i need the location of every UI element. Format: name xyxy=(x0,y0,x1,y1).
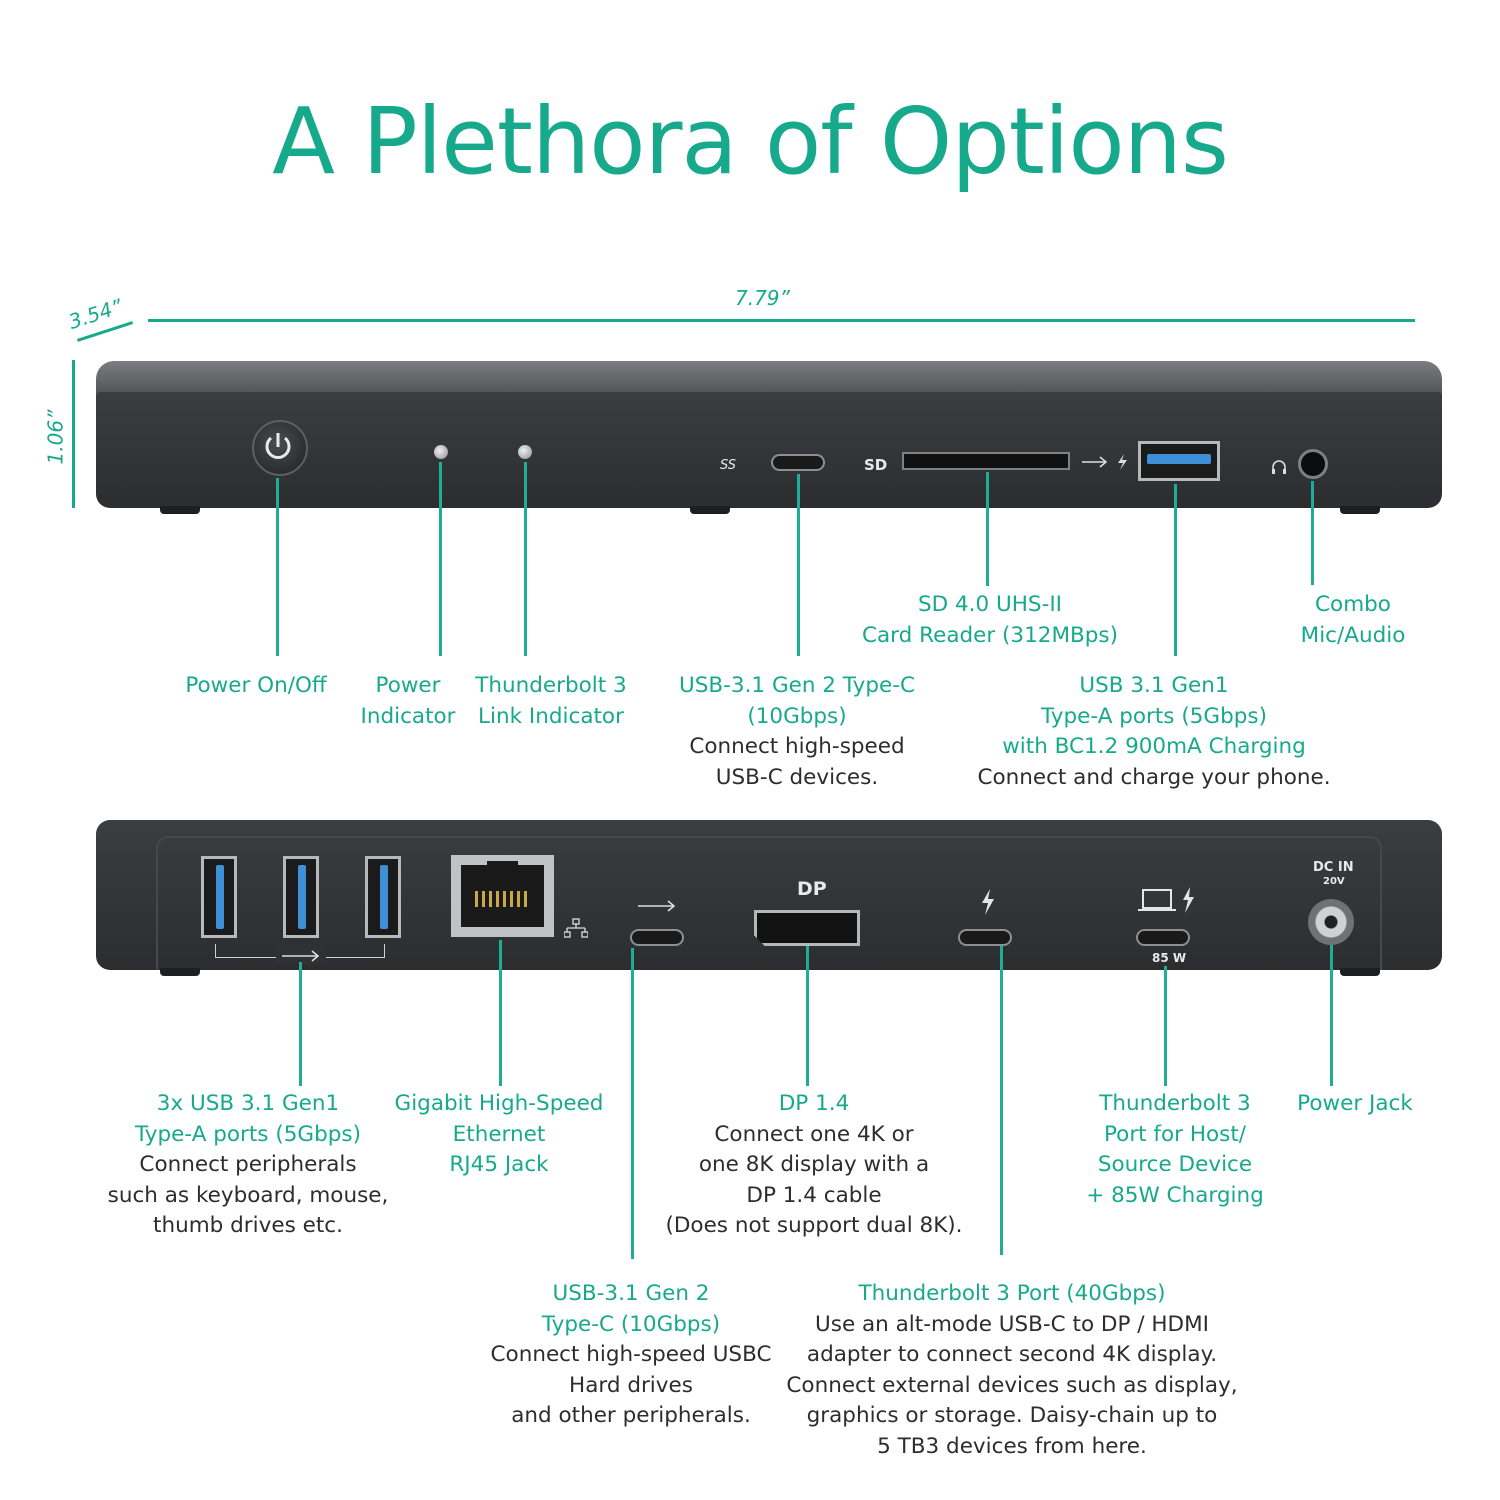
callout-line-sd xyxy=(986,472,989,586)
width-dimension: 7.79” xyxy=(735,286,790,310)
callout-line-audio xyxy=(1311,481,1314,585)
callout-line-front-usbc xyxy=(797,474,800,656)
callout-line-dp xyxy=(806,946,809,1086)
watt-label: 85 W xyxy=(1152,951,1187,965)
label-sd-reader: SD 4.0 UHS-II Card Reader (312MBps) xyxy=(861,592,1119,648)
callout-line-tb3-link xyxy=(524,462,527,656)
callout-line-power xyxy=(276,478,279,656)
height-dimension: 1.06” xyxy=(43,409,68,465)
audio-jack xyxy=(1298,449,1328,479)
usb-ss10-icon xyxy=(638,900,676,912)
tb3-port xyxy=(958,929,1012,946)
headphone-icon xyxy=(1272,460,1286,474)
tb3-host-port xyxy=(1136,929,1190,946)
callout-line-front-usba xyxy=(1174,484,1177,656)
label-tb3-link-indicator: Thunderbolt 3 Link Indicator xyxy=(475,673,627,729)
dc-in-label: DC IN xyxy=(1313,860,1354,875)
rear-dock-inset xyxy=(156,836,1382,970)
dc-in-volt: 20V xyxy=(1323,876,1345,887)
dc-power-jack xyxy=(1308,899,1354,945)
label-dp: DP 1.4 Connect one 4K or one 8K display … xyxy=(665,1091,963,1238)
callout-line-rear-usba xyxy=(299,962,302,1086)
power-indicator-led xyxy=(434,445,448,459)
tb3-link-indicator-led xyxy=(518,445,532,459)
label-rear-usbc: USB-3.1 Gen 2 Type-C (10Gbps) Connect hi… xyxy=(490,1281,772,1428)
front-foot-left xyxy=(160,506,200,514)
power-icon xyxy=(265,433,291,459)
label-tb3-port: Thunderbolt 3 Port (40Gbps) Use an alt-m… xyxy=(786,1281,1238,1459)
rear-foot-right xyxy=(1340,968,1380,976)
callout-line-tb3-host xyxy=(1164,966,1167,1086)
usb-ss-icon xyxy=(282,950,320,962)
label-tb3-host: Thunderbolt 3 Port for Host/ Source Devi… xyxy=(1086,1091,1264,1208)
front-usba-port xyxy=(1138,441,1220,481)
usb-charge-icon xyxy=(1082,454,1127,470)
page-title: A Plethora of Options xyxy=(272,88,1229,195)
displayport xyxy=(754,910,860,946)
height-dimension-line xyxy=(72,360,75,508)
callout-line-rear-usbc xyxy=(631,948,634,1259)
thunderbolt-icon xyxy=(982,889,994,915)
rear-foot-left xyxy=(160,968,200,976)
callout-line-ethernet xyxy=(499,940,502,1086)
callout-line-power-jack xyxy=(1330,945,1333,1086)
dp-label: DP xyxy=(797,878,827,900)
rear-usba-port-3 xyxy=(365,856,401,938)
network-icon xyxy=(564,918,588,938)
front-usbc-port xyxy=(771,454,825,471)
rear-usba-port-1 xyxy=(201,856,237,938)
sd-card-slot xyxy=(902,452,1070,470)
rear-usba-port-2 xyxy=(283,856,319,938)
width-dimension-line xyxy=(148,319,1415,322)
label-rear-usba: 3x USB 3.1 Gen1 Type-A ports (5Gbps) Con… xyxy=(107,1091,389,1238)
label-ethernet: Gigabit High-Speed Ethernet RJ45 Jack xyxy=(394,1091,604,1177)
label-power-indicator: Power Indicator xyxy=(360,673,456,729)
ethernet-port xyxy=(451,855,554,937)
laptop-thunderbolt-icon xyxy=(1138,887,1194,913)
rear-usbc-port xyxy=(630,929,684,946)
callout-line-power-indicator xyxy=(439,462,442,656)
callout-line-tb3 xyxy=(1000,946,1003,1255)
label-front-usba: USB 3.1 Gen1 Type-A ports (5Gbps) with B… xyxy=(977,673,1331,790)
label-power-on-off: Power On/Off xyxy=(185,673,327,698)
sd-label: SD xyxy=(864,456,888,474)
label-power-jack: Power Jack xyxy=(1297,1091,1413,1116)
power-button[interactable] xyxy=(252,420,308,476)
label-combo-audio: Combo Mic/Audio xyxy=(1300,592,1406,648)
ss10-logo: SS xyxy=(720,458,737,473)
front-foot-right xyxy=(1340,506,1380,514)
label-front-usbc: USB-3.1 Gen 2 Type-C (10Gbps) Connect hi… xyxy=(679,673,915,790)
front-foot-mid xyxy=(690,506,730,514)
